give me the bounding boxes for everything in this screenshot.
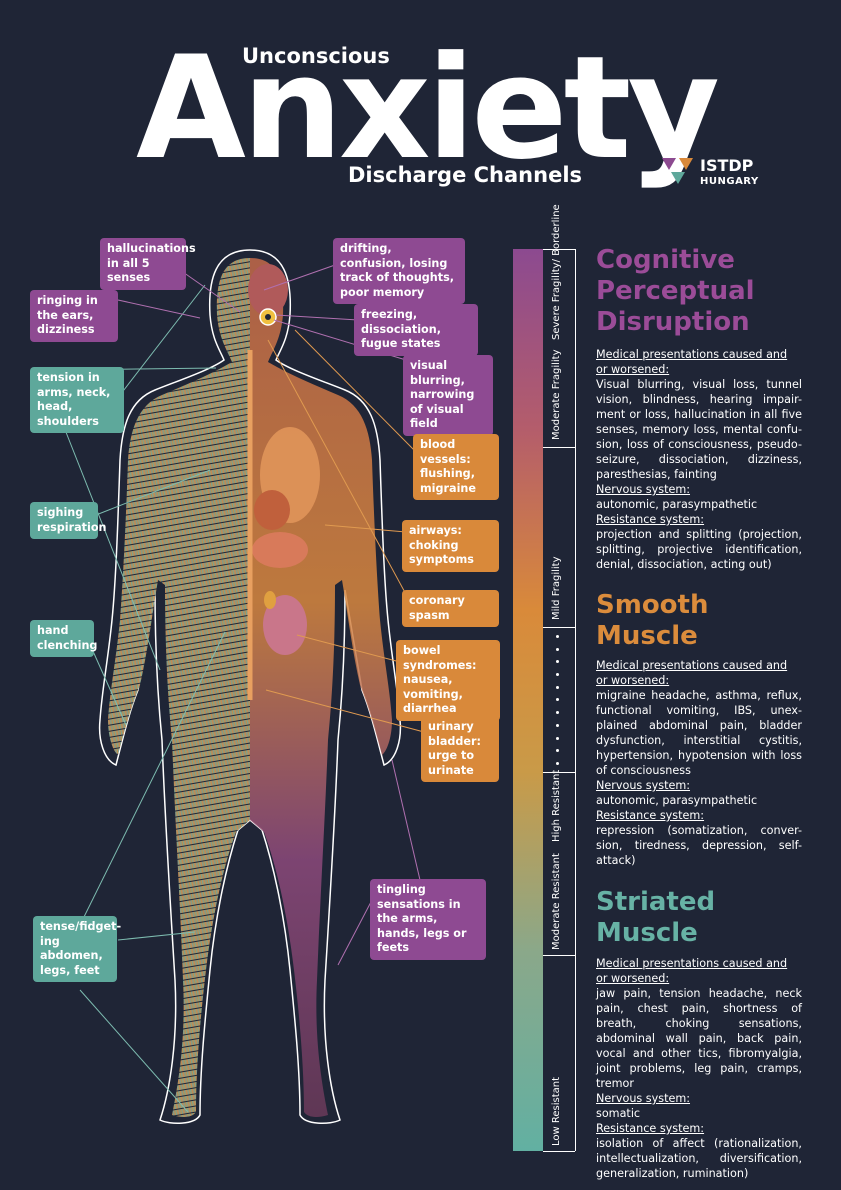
label-ringing-ears: ringing in the ears, dizziness (30, 290, 118, 342)
resistance-scale-bar (513, 249, 543, 1151)
scale-moderate-resistant: Moderate Resistant (551, 853, 562, 950)
logo-sub: HUNGARY (700, 176, 759, 187)
label-hallucinations: hallucinations in all 5 senses (100, 238, 196, 290)
title-main: Anxiety (136, 26, 720, 191)
label-airways: airways: choking symptoms (402, 520, 499, 572)
heading-cognitive-perceptual: Cognitive Perceptual Disruption (596, 245, 755, 337)
scale-mild-fragility: Mild Fragility (551, 556, 562, 621)
title-top: Unconscious (242, 44, 390, 68)
triangle-logo-icon (662, 158, 693, 184)
scale-low-resistant: Low Resistant (551, 1076, 562, 1146)
label-coronary-spasm: coronary spasm (402, 590, 499, 627)
label-blood-vessels: blood vessels: flushing, migraine (413, 434, 499, 500)
organ-half (250, 258, 392, 1117)
label-tense-fidgeting: tense/fidget-ing abdomen, legs, feet (33, 916, 121, 982)
desc-striated-muscle: Medical presentations caused and or wors… (596, 957, 802, 1180)
label-hand-clenching: hand clenching (30, 620, 97, 657)
title-bottom: Discharge Channels (348, 163, 583, 187)
label-bowel-syndromes: bowel syndromes: nausea, vomiting, diarr… (396, 640, 500, 721)
heading-smooth-muscle: Smooth Muscle (596, 590, 709, 651)
label-visual-blurring: visual blurring, narrowing of visual fie… (403, 355, 493, 436)
label-drifting-confusion: drifting, confusion, losing track of tho… (333, 238, 465, 304)
logo-name: ISTDP (700, 156, 754, 175)
scale-moderate-fragility: Moderate Fragility (551, 349, 562, 440)
kidney-icon (264, 591, 276, 609)
label-freezing-dissociation: freezing, dissociation, fugue states (354, 304, 478, 356)
label-tingling-sensations: tingling sensations in the arms, hands, … (370, 879, 486, 960)
heart-icon (254, 490, 290, 530)
istdp-logo: ISTDP HUNGARY (662, 156, 772, 190)
desc-smooth-muscle: Medical presentations caused and or wors… (596, 659, 802, 867)
scale-divider (575, 249, 576, 1151)
liver-icon (252, 532, 308, 568)
teal-leader-lines (59, 284, 226, 1113)
label-sighing-respiration: sighing respiration (30, 502, 107, 539)
intestine-icon (263, 595, 307, 655)
heading-striated-muscle: Striated Muscle (596, 887, 716, 948)
scale-high-resistant: High Resistant (551, 769, 562, 842)
body-illustration (59, 249, 425, 1125)
scale-severe-fragility: Severe Fragility/ Borderline (551, 204, 562, 340)
striated-muscle-half (108, 258, 250, 1117)
label-tension-arms: tension in arms, neck, head, shoulders (30, 367, 124, 433)
brain-icon (248, 264, 288, 316)
scale-dots (556, 635, 562, 765)
desc-cognitive-perceptual: Medical presentations caused and or wors… (596, 348, 802, 571)
orange-leader-lines (265, 329, 425, 733)
label-urinary-bladder: urinary bladder: urge to urinate (421, 716, 499, 782)
